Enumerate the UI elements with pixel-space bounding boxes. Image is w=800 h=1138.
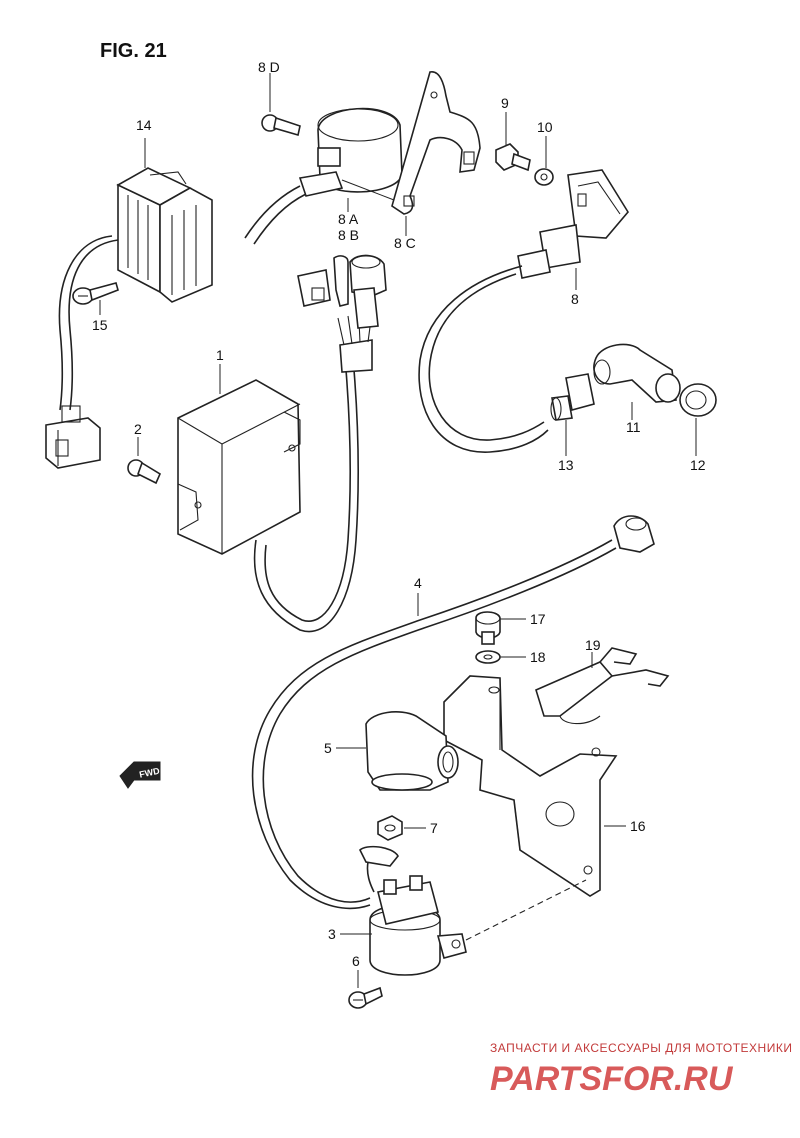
callout-2: 2: [134, 421, 142, 437]
bolt-9-part: [495, 143, 531, 172]
fwd-label: FWD: [138, 766, 161, 780]
washer-10-part: [534, 168, 554, 186]
callout-7: 7: [430, 820, 438, 836]
washer-18-part: [475, 650, 501, 664]
callout-3: 3: [328, 926, 336, 942]
plug-cap-11-part: [593, 343, 681, 403]
callout-12: 12: [690, 457, 706, 473]
watermark-tagline: ЗАПЧАСТИ И АКСЕССУАРЫ ДЛЯ МОТОТЕХНИКИ: [490, 1041, 792, 1055]
cable-terminal-4-part: [613, 515, 655, 553]
callout-9: 9: [501, 95, 509, 111]
cable-4-part: [251, 539, 613, 910]
callout-16: 16: [630, 818, 646, 834]
callout-8: 8: [571, 291, 579, 307]
regulator-rectifier-part: [116, 167, 213, 303]
regulator-connector-part: [45, 405, 101, 469]
callout-17: 17: [530, 611, 546, 627]
screw-6-part: [348, 986, 383, 1009]
nut-7-part: [377, 815, 403, 841]
cdi-harness-connectors-part: [297, 254, 387, 373]
callout-11: 11: [626, 419, 641, 435]
callout-15: 15: [92, 317, 108, 333]
bracket-8c-part: [391, 71, 481, 215]
figure-title: FIG. 21: [100, 40, 167, 62]
callout-18: 18: [530, 649, 546, 665]
callout-13: 13: [558, 457, 574, 473]
bracket-16-part: [443, 675, 618, 897]
starter-relay-3-part: [359, 845, 467, 976]
screw-8d-part: [261, 114, 301, 137]
ignition-coil-8a-part: [244, 107, 403, 245]
callout-8d: 8 D: [258, 59, 280, 75]
cap-13-part: [550, 373, 595, 421]
callout-5: 5: [324, 740, 332, 756]
clip-19-part: [535, 647, 670, 725]
arrow-left-icon: [119, 761, 161, 789]
callout-1: 1: [216, 347, 224, 363]
callout-10: 10: [537, 119, 553, 135]
callout-8b: 8 B: [338, 227, 359, 243]
seal-12-part: [679, 383, 717, 417]
callout-8c: 8 C: [394, 235, 416, 251]
cdi-unit-part: [177, 379, 301, 555]
screw-15-part: [72, 282, 119, 305]
bolt-17-part: [475, 611, 501, 645]
callout-14: 14: [136, 117, 152, 133]
ignition-coil-8-part: [517, 169, 629, 279]
callout-4: 4: [414, 575, 422, 591]
fwd-direction-marker: FWD: [119, 761, 161, 789]
rubber-cover-5-part: [365, 711, 459, 791]
screw-2-part: [127, 459, 162, 485]
callout-8a: 8 A: [338, 211, 359, 227]
watermark-brand: PARTSFOR.RU: [490, 1060, 734, 1098]
callout-19: 19: [585, 637, 601, 653]
callout-6: 6: [352, 953, 360, 969]
